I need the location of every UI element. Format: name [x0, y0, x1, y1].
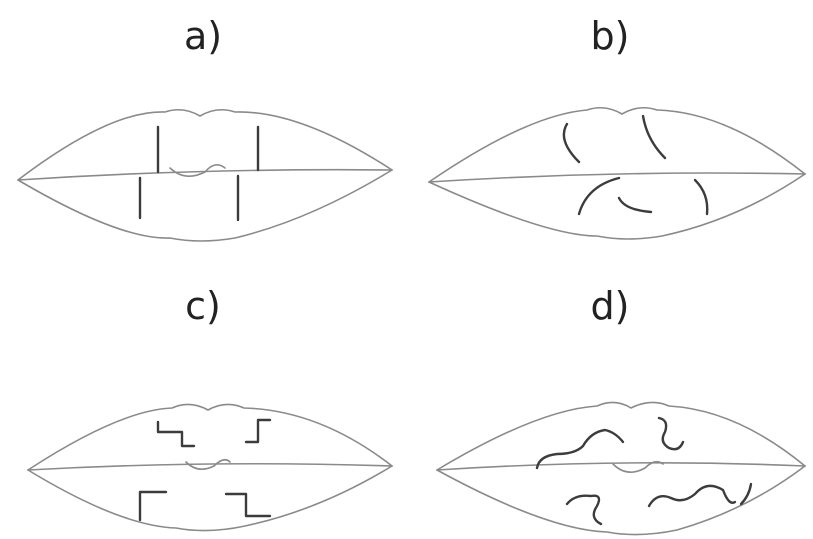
panel-c: c) [0, 270, 406, 539]
panel-d: d) [407, 270, 813, 539]
crack-pattern-wavy [535, 416, 753, 526]
panel-label: d) [590, 284, 630, 328]
lips-outline [17, 108, 393, 242]
panel-label: a) [183, 14, 223, 58]
panel-label: c) [185, 284, 221, 328]
crack-pattern-vertical [138, 125, 260, 222]
crack-pattern-curved [562, 114, 709, 216]
lips-diagram [436, 401, 806, 536]
lips-outline [436, 401, 806, 536]
panel-a: a) [0, 0, 406, 269]
panel-b: b) [407, 0, 813, 269]
lips-diagram [17, 108, 393, 242]
lips-diagram [27, 403, 393, 532]
lips-outline [428, 106, 806, 240]
lips-diagram [428, 106, 806, 240]
panel-label: b) [590, 14, 630, 58]
crack-pattern-stepped [138, 418, 272, 522]
lips-outline [27, 403, 393, 532]
